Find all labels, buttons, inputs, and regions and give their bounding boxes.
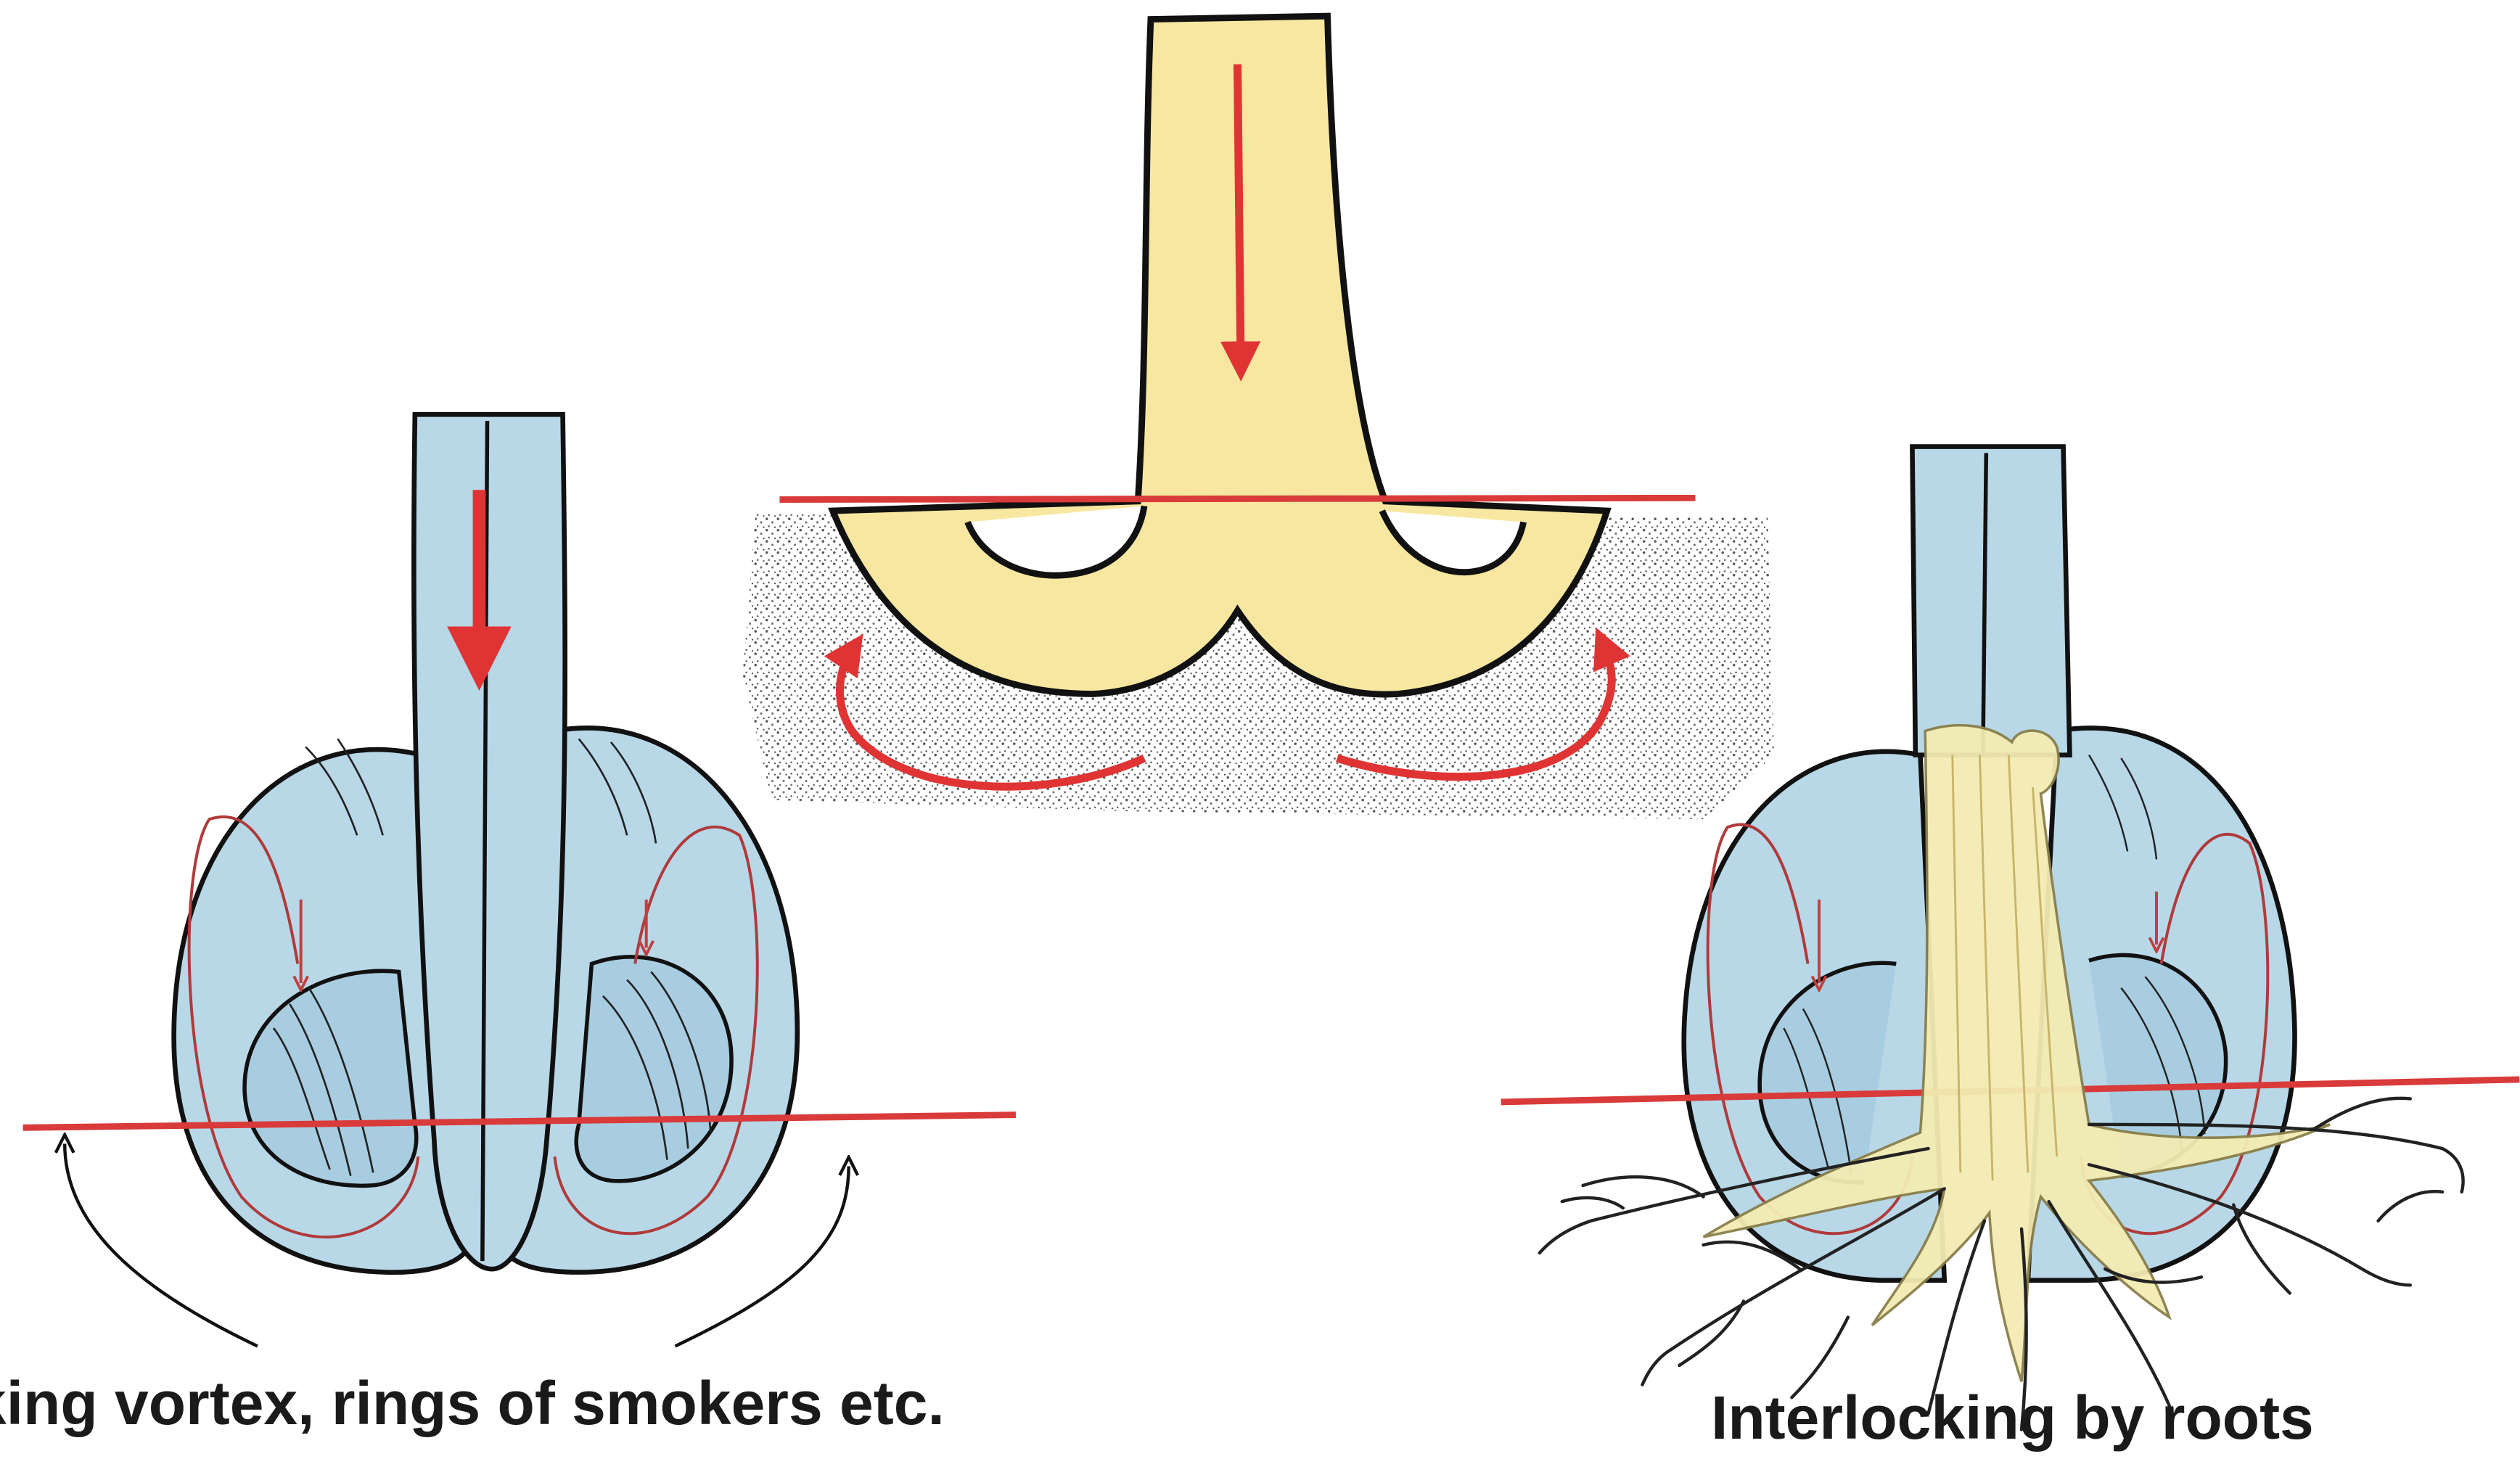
jet-impingement-panel	[743, 16, 1774, 819]
jet-surface-line	[779, 498, 1695, 499]
jet-down-arrow	[1238, 65, 1241, 362]
root-stem	[1912, 447, 2069, 755]
caption-roots-interlocking: Interlocking by roots	[1711, 1387, 2314, 1448]
vortex-stem	[414, 414, 565, 1269]
jet-body	[833, 16, 1607, 694]
caption-vortex-ring: king vortex, rings of smokers etc.	[0, 1373, 945, 1434]
